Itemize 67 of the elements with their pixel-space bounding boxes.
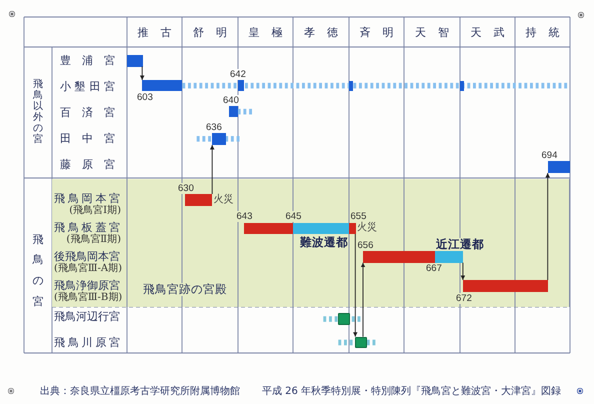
year-label: 636 bbox=[206, 122, 222, 132]
timeline-bar bbox=[212, 132, 226, 145]
arrow bbox=[545, 172, 550, 280]
year-label: 643 bbox=[236, 211, 252, 222]
timeline-bar bbox=[460, 80, 464, 91]
arrow bbox=[210, 144, 214, 194]
row-header: 飛鳥板蓋宮 bbox=[54, 220, 120, 234]
event-note: 火災 bbox=[214, 194, 234, 206]
column-header: 皇極 bbox=[248, 26, 282, 38]
period-label: (飛鳥宮Ⅲ-A期) bbox=[54, 262, 121, 274]
row-header: 小墾田宮 bbox=[60, 80, 115, 92]
row-header: 藤原宮 bbox=[60, 158, 115, 170]
source-note: 出典：奈良県立橿原考古学研究所附属博物館 bbox=[40, 386, 240, 396]
timeline-bar bbox=[127, 55, 142, 66]
period-label: (飛鳥宮Ⅲ-B期) bbox=[54, 292, 121, 303]
timeline-bar bbox=[548, 161, 570, 173]
column-header: 推古 bbox=[138, 26, 172, 38]
year-label: 694 bbox=[542, 150, 558, 161]
column-header: 天武 bbox=[470, 26, 504, 38]
timeline-bar bbox=[435, 251, 464, 263]
timeline-bar bbox=[462, 280, 548, 292]
timeline-bar bbox=[362, 251, 435, 263]
arrow bbox=[460, 262, 466, 280]
highlight-band bbox=[52, 178, 570, 306]
timeline-bar bbox=[229, 106, 238, 118]
column-header: 持統 bbox=[526, 26, 560, 38]
timeline-bar bbox=[349, 222, 356, 234]
event-label: 難波遷都 bbox=[300, 236, 348, 248]
year-label: 642 bbox=[230, 68, 246, 80]
year-label: 667 bbox=[426, 263, 442, 274]
row-header: 飛鳥川原宮 bbox=[54, 336, 120, 349]
square-marker bbox=[338, 313, 350, 325]
year-label: 656 bbox=[358, 240, 374, 250]
year-label: 640 bbox=[223, 94, 239, 106]
group-header: 飛鳥以外の宮 bbox=[33, 79, 43, 145]
year-label: 603 bbox=[137, 92, 153, 102]
arrow bbox=[140, 66, 144, 80]
event-label: 近江遷都 bbox=[436, 238, 484, 250]
year-label: 672 bbox=[456, 293, 472, 304]
period-label: (飛鳥宮Ⅰ期) bbox=[68, 205, 121, 216]
timeline-bar bbox=[244, 222, 294, 234]
band-label: 飛鳥宮跡の宮殿 bbox=[142, 282, 228, 296]
period-label: (飛鳥宮Ⅱ期) bbox=[65, 234, 121, 244]
row-header: 飛鳥浄御原宮 bbox=[54, 279, 120, 292]
row-header: 飛鳥河辺行宮 bbox=[54, 310, 120, 323]
column-header: 舒明 bbox=[193, 26, 227, 38]
timeline-bar bbox=[293, 222, 349, 234]
event-note: 火災 bbox=[356, 222, 377, 234]
timeline-bar bbox=[348, 80, 354, 91]
row-header: 百済宮 bbox=[60, 106, 115, 119]
column-header: 斉明 bbox=[360, 26, 394, 38]
group-header: 飛鳥の宮 bbox=[32, 232, 44, 310]
row-header: 飛鳥岡本宮 bbox=[54, 192, 120, 205]
arrow bbox=[353, 234, 358, 338]
square-marker bbox=[355, 336, 367, 348]
timeline-bar bbox=[142, 80, 182, 92]
column-header: 天智 bbox=[415, 26, 449, 38]
row-header: 後飛鳥岡本宮 bbox=[54, 250, 120, 262]
year-label: 630 bbox=[178, 182, 194, 194]
arrow bbox=[360, 262, 366, 338]
row-header: 田中宮 bbox=[60, 132, 115, 145]
year-label: 655 bbox=[350, 211, 366, 222]
timeline-bar bbox=[185, 194, 212, 206]
year-label: 645 bbox=[286, 211, 302, 222]
source-note: 平成 26 年秋季特別展・特別陳列『飛鳥宮と難波宮・大津宮』図録 bbox=[262, 386, 562, 396]
row-header: 豊浦宮 bbox=[60, 54, 115, 66]
column-header: 孝徳 bbox=[304, 26, 338, 38]
